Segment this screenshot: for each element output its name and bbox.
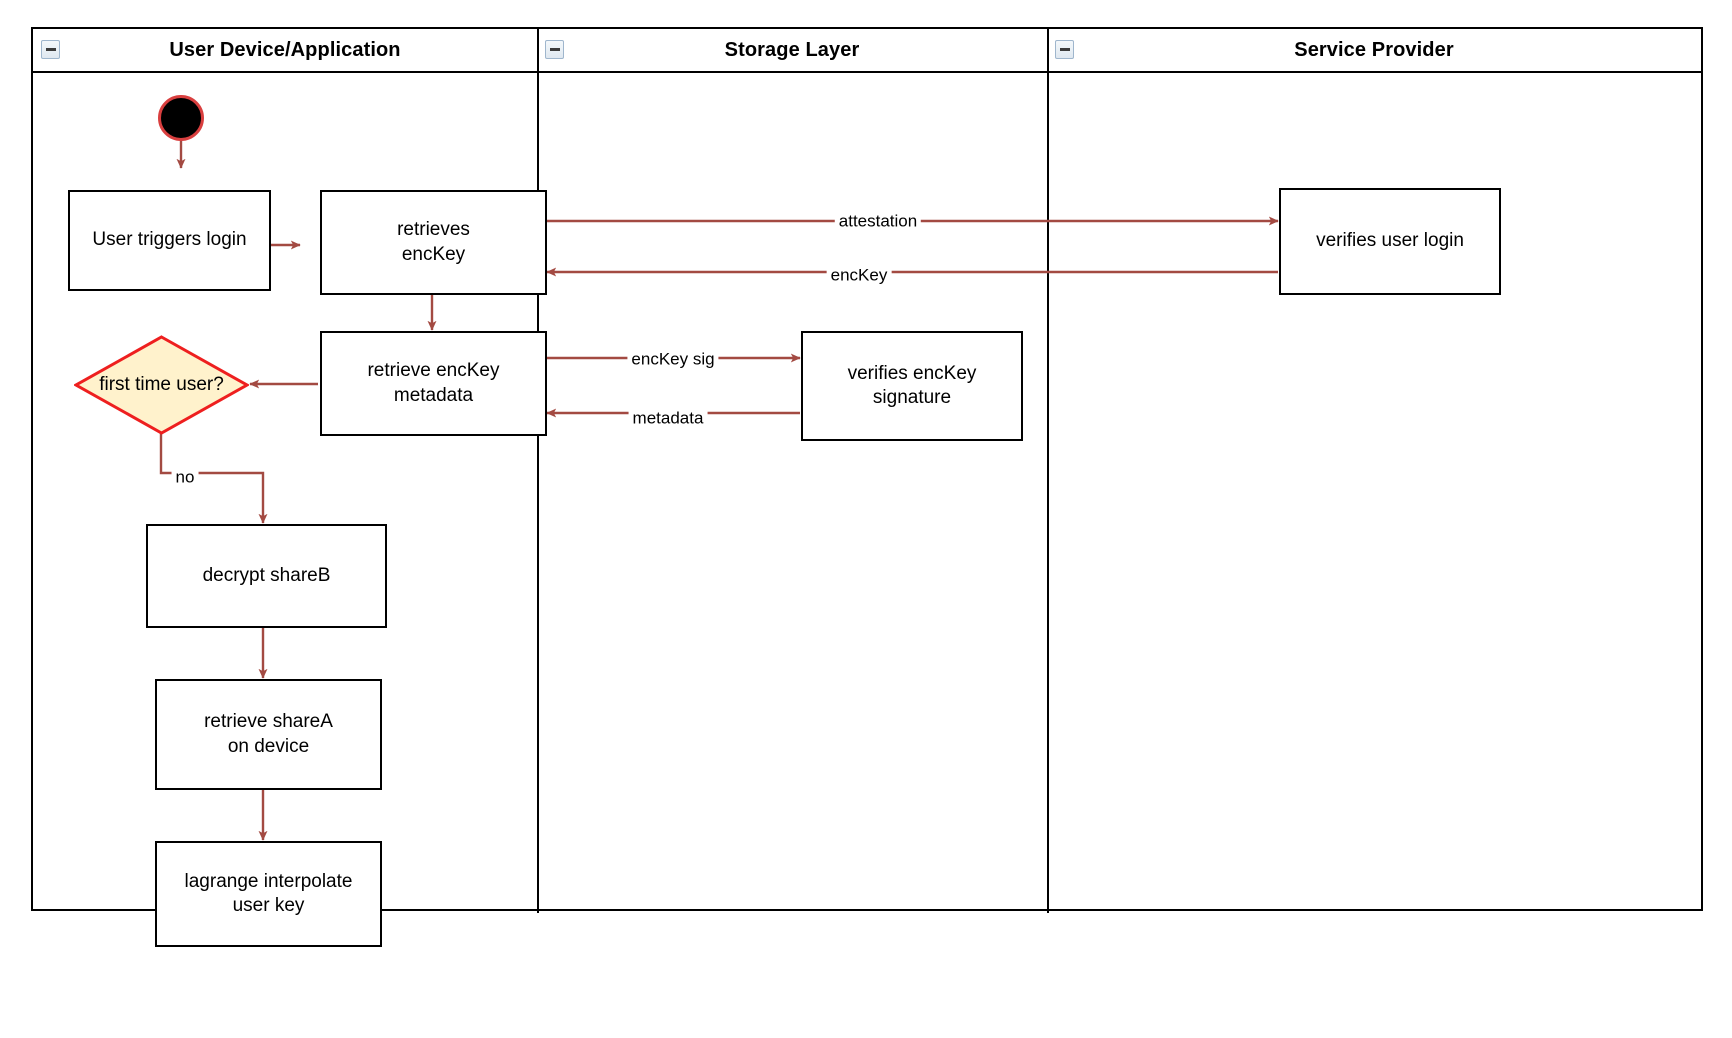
node-label-retrieve-sharea-line1: retrieve shareA bbox=[204, 711, 333, 733]
lane-divider-2 bbox=[1047, 29, 1049, 913]
lane-header-storage-layer: Storage Layer bbox=[537, 29, 1047, 73]
node-label-retrieve-enckey-metadata-line1: retrieve encKey bbox=[367, 360, 500, 382]
lane-title-service-provider: Service Provider bbox=[1294, 38, 1454, 61]
node-label-lagrange-line1: lagrange interpolate bbox=[184, 870, 353, 892]
edge-label-no: no bbox=[171, 468, 199, 486]
minus-collapse-icon-user-device[interactable] bbox=[41, 40, 60, 59]
lane-title-user-device: User Device/Application bbox=[169, 38, 401, 61]
node-label-retrieve-sharea-line2: on device bbox=[227, 735, 310, 757]
node-label-verifies-sig-line2: signature bbox=[872, 387, 952, 408]
lane-divider-1 bbox=[537, 29, 539, 913]
node-label-retrieves-enckey-line1: retrieves bbox=[397, 219, 470, 241]
node-retrieve-sharea-on-device[interactable]: retrieve shareA on device bbox=[155, 679, 382, 790]
node-label-first-time-user: first time user? bbox=[99, 373, 224, 397]
node-label-retrieve-enckey-metadata-line2: metadata bbox=[393, 384, 474, 406]
node-label-first-time-user-line1: first time bbox=[99, 374, 171, 396]
node-label-verifies-sig-line1: verifies encKey bbox=[847, 362, 977, 384]
edge-label-attestation: attestation bbox=[834, 212, 922, 230]
minus-collapse-icon-storage-layer[interactable] bbox=[545, 40, 564, 59]
edge-label-enckey-sig: encKey sig bbox=[627, 350, 719, 368]
node-label-decrypt-shareb: decrypt shareB bbox=[202, 564, 331, 586]
node-user-triggers-login[interactable]: User triggers login bbox=[68, 190, 271, 291]
lane-header-service-provider: Service Provider bbox=[1047, 29, 1701, 73]
node-start[interactable] bbox=[158, 95, 204, 141]
minus-collapse-icon-service-provider[interactable] bbox=[1055, 40, 1074, 59]
edge-label-enckey: encKey bbox=[826, 266, 892, 284]
node-label-retrieves-enckey-line2: encKey bbox=[401, 243, 466, 265]
node-first-time-user[interactable]: first time user? bbox=[74, 335, 249, 435]
diamond-shape-icon bbox=[74, 335, 249, 435]
node-label-first-time-user-line2: user? bbox=[176, 374, 224, 396]
node-verifies-enckey-signature[interactable]: verifies encKey signature bbox=[801, 331, 1023, 441]
node-label-user-triggers-login: User triggers login bbox=[92, 229, 247, 251]
lane-title-storage-layer: Storage Layer bbox=[724, 38, 860, 61]
node-label-verifies-user-login: verifies user login bbox=[1316, 230, 1464, 252]
node-verifies-user-login[interactable]: verifies user login bbox=[1279, 188, 1501, 295]
lane-header-user-device: User Device/Application bbox=[33, 29, 537, 73]
node-retrieves-enckey[interactable]: retrieves encKey bbox=[320, 190, 547, 295]
node-retrieve-enckey-metadata[interactable]: retrieve encKey metadata bbox=[320, 331, 547, 436]
node-label-lagrange-line2: user key bbox=[232, 895, 305, 916]
edge-label-metadata: metadata bbox=[628, 409, 708, 427]
node-lagrange-interpolate-user-key[interactable]: lagrange interpolate user key bbox=[155, 841, 382, 947]
node-decrypt-shareb[interactable]: decrypt shareB bbox=[146, 524, 387, 628]
